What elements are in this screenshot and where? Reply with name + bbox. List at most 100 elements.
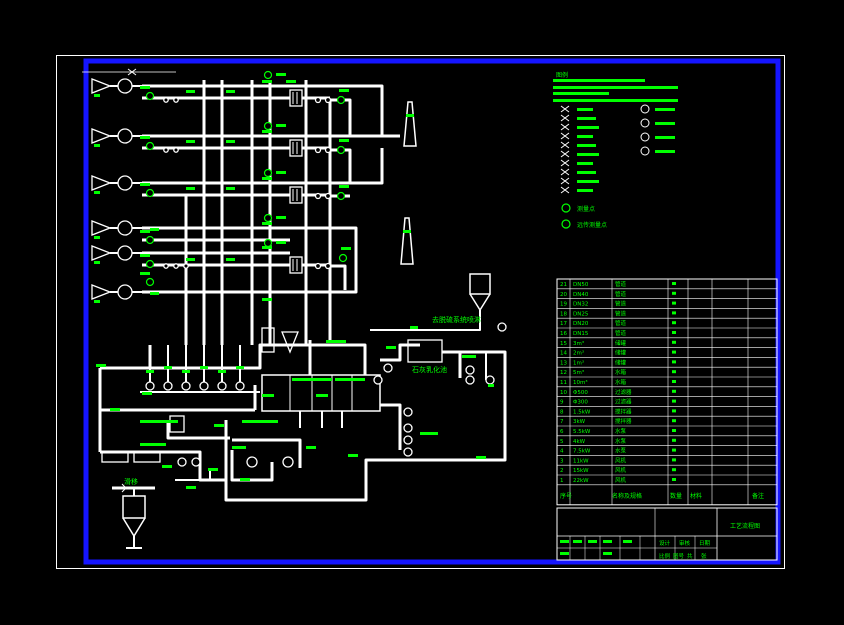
tag-label (672, 438, 676, 442)
valve-icon (163, 147, 169, 153)
tag-label (262, 177, 272, 180)
tag-label (341, 247, 351, 250)
tag-label (140, 230, 150, 233)
feeder-icon (133, 451, 161, 463)
tag-label (186, 486, 196, 489)
tag-label (208, 468, 218, 471)
tag-label (262, 222, 272, 225)
instrument-icon (145, 277, 155, 287)
tag-label (339, 89, 349, 92)
tag-label (560, 552, 569, 555)
table-cell-no: 9 (560, 400, 564, 406)
tag-label (335, 378, 365, 381)
chimney-icon (403, 101, 417, 147)
tag-label (110, 408, 120, 411)
tag-label (672, 321, 676, 325)
tag-label (560, 540, 569, 543)
table-header: 材料 (690, 492, 702, 500)
tag-label (162, 465, 172, 468)
instrument-icon (336, 95, 346, 105)
tag-label (577, 180, 599, 183)
pump-icon (383, 363, 393, 373)
outer-frame (56, 55, 785, 569)
tag-label (168, 420, 178, 423)
tag-label (262, 246, 272, 249)
legend-icon (640, 146, 650, 156)
fan-icon (117, 175, 133, 191)
tag-label (146, 370, 154, 373)
pipe-line (142, 148, 384, 185)
tag-label (672, 389, 676, 393)
tag-label (672, 370, 676, 374)
pump-icon (282, 456, 294, 468)
tag-label (603, 552, 612, 555)
pipe-line (330, 148, 352, 183)
table-cell-name: 过滤器 (615, 388, 632, 396)
table-cell-spec: DN15 (573, 331, 589, 337)
titleblock-cell: 图号 (673, 552, 685, 560)
valve-icon (173, 97, 179, 103)
tag-label (672, 291, 676, 295)
tag-label (672, 409, 676, 413)
pipe-line (330, 264, 347, 290)
tank-icon (289, 89, 303, 107)
tag-label (577, 171, 596, 174)
legend-icon (640, 118, 650, 128)
tag-label (672, 419, 676, 423)
tag-label (240, 478, 250, 481)
tag-label (94, 236, 100, 239)
tag-label (672, 399, 676, 403)
feeder-icon (101, 451, 129, 463)
tag-label (655, 136, 675, 139)
tag-label (655, 108, 675, 111)
table-cell-no: 10 (560, 390, 567, 396)
table-cell-no: 11 (560, 380, 567, 386)
fan-icon (117, 78, 133, 94)
table-cell-name: 管道 (615, 300, 627, 308)
table-cell-no: 4 (560, 449, 564, 455)
table-cell-spec: 4kW (573, 439, 586, 445)
table-cell-no: 2 (560, 468, 564, 474)
pump-icon (235, 381, 245, 391)
table-cell-spec: 3kW (573, 419, 586, 425)
pipe-line (370, 326, 481, 331)
instrument-icon (336, 145, 346, 155)
valve-icon (173, 147, 179, 153)
pipe-line (380, 403, 402, 450)
filter-icon (261, 327, 275, 353)
table-cell-spec: DN25 (573, 311, 589, 317)
table-cell-spec: Φ500 (573, 390, 588, 396)
table-cell-spec: Φ300 (573, 400, 588, 406)
tag-label (577, 189, 593, 192)
tag-label (316, 394, 328, 397)
tag-label (186, 90, 195, 93)
tag-label (577, 162, 593, 165)
legend-icon (640, 132, 650, 142)
tag-label (226, 187, 235, 190)
titleblock-cell: 审核 (679, 539, 691, 547)
instrument-icon (145, 141, 155, 151)
table-cell-no: 13 (560, 360, 567, 366)
table-header: 数量 (670, 492, 682, 500)
valve-icon (163, 97, 169, 103)
pump-icon (403, 423, 413, 433)
pump-icon (403, 447, 413, 457)
tag-label (672, 468, 676, 472)
hopper-icon (169, 415, 185, 433)
tag-label (672, 340, 676, 344)
table-header: 备注 (752, 492, 764, 500)
table-cell-no: 21 (560, 282, 567, 288)
tag-label (672, 478, 676, 481)
table-cell-no: 12 (560, 370, 567, 376)
table-cell-name: 水箱 (615, 378, 627, 386)
tag-label (577, 153, 599, 156)
tag-label (577, 108, 593, 111)
table-cell-spec: 7.5kW (573, 449, 591, 455)
tag-label (140, 86, 150, 89)
table-cell-spec: 2m³ (573, 350, 584, 357)
table-cell-name: 管道 (615, 280, 627, 288)
instrument-icon (561, 203, 571, 213)
legend-icon (560, 123, 570, 131)
tag-label (186, 187, 195, 190)
